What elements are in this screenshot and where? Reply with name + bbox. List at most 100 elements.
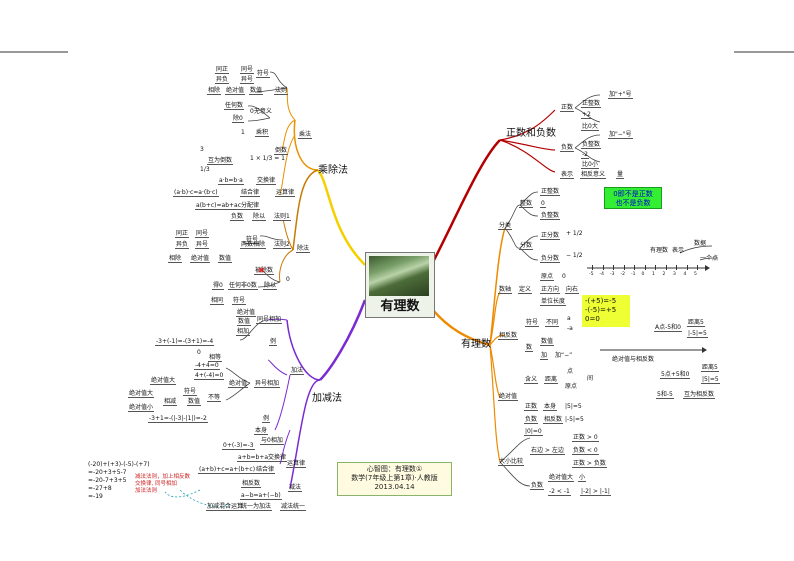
sz-biaoshi: 表示 [672, 247, 685, 254]
jl-b-label: 5点+5和0 [660, 371, 691, 379]
jdz-fushu: 负数 [524, 416, 539, 424]
sz-shuju: 数据 [694, 240, 707, 247]
cf-shuzhi: 数值 [218, 255, 233, 263]
zf-zhengshu: 正数 [560, 104, 575, 112]
sz-youlishu: 有理数 [650, 247, 669, 254]
ys-jiehe: 结合律 [255, 466, 276, 474]
info-line3: 2013.04.14 [374, 483, 415, 491]
calc-example: (-20)+(+3)-(-5)-(+7) =-20+3+5-7 =-20-7+3… [88, 461, 150, 501]
fenpei-label: 分配律 [240, 202, 261, 210]
number-line-tick: -3 [610, 272, 615, 277]
green-line1: 0即不是正数 [613, 190, 653, 198]
zf-xiangfan: 相反意义 [580, 171, 607, 179]
yl-zs-1: 正整数 [540, 188, 561, 196]
daoshu-frac-bot: 1/3 [200, 166, 210, 173]
jdz-ex1: |5|=5 [565, 403, 582, 410]
green-line2: 也不是负数 [615, 199, 651, 207]
central-image [369, 256, 429, 296]
zf-zs-ex: +2 [581, 111, 592, 119]
rule-row3-b: 绝对值 [225, 87, 246, 95]
zf-fs-label: 负整数 [581, 141, 602, 149]
dx-youzuo: 右边 > 左边 [530, 447, 565, 455]
daoshu-label: 倒数 [274, 147, 289, 155]
yellow-line1: -(+5)=-5 [585, 297, 617, 305]
xfs-jia-minus: 加“−” [555, 352, 573, 359]
daoshu-huwei: 互为倒数 [207, 157, 234, 165]
cf-fuhao: 符号 [245, 236, 260, 244]
fenpei-formula: a(b+c)=ab+ac [195, 202, 243, 210]
number-line-tick: 1 [652, 272, 655, 277]
cf-fushu: 负数 [230, 213, 245, 221]
branch-youlishu: 有理数 [461, 339, 491, 350]
jdz-xiangfan: 相反数 [543, 416, 564, 424]
zero-chu0: 除0 [232, 115, 244, 123]
number-line-tick-mark [602, 265, 604, 270]
zf-biaoshi: 表示 [560, 171, 575, 179]
yh-jdz-xiao: 绝对值小 [128, 404, 155, 412]
branch-zhengfu: 正数和负数 [506, 128, 556, 139]
number-line-tick-mark [686, 265, 688, 270]
jiaohuan-formula: a·b=b·a [218, 177, 244, 185]
yh-shuzhi: 数值 [187, 398, 202, 406]
number-line-tick-mark [697, 265, 698, 270]
xfs-jia: 加 [540, 352, 549, 360]
rule-faze: 法则 [274, 87, 289, 95]
sz-zero: 0 [562, 273, 566, 280]
number-line-tick: 2 [662, 272, 666, 277]
number-line-tick: 4 [683, 272, 687, 277]
xfs-butong: 不同 [545, 319, 560, 327]
number-line-tick-mark [665, 265, 667, 270]
y0-label: 与0相加 [260, 437, 284, 445]
zf-zs-label: 正整数 [581, 100, 602, 108]
calc-notes: 减法法则，加上相反数 交换律, 同号相加 加法法则 [135, 474, 190, 495]
cross-mark-icon: ✖ [258, 266, 265, 275]
yh-xiangjian: 相减 [163, 398, 178, 406]
dx-label: 大小比较 [498, 458, 525, 466]
number-line-tick-mark [634, 265, 635, 270]
zero-renhe: 任何数 [224, 102, 245, 110]
sz-label: 数轴 [498, 286, 513, 294]
cf-chuyi: 除以 [252, 213, 267, 221]
dx-fushu: 负数 < 0 [572, 447, 599, 455]
jl-huwei: 互为相反数 [683, 391, 716, 399]
dx-ex: -2 < -1 [548, 488, 571, 496]
xfs-shu: 数 [525, 344, 534, 352]
jdz-yuandian: 原点 [565, 383, 578, 390]
info-box: 心智图：有理数① 数学(7年级上第1章)·人教版 2013.04.14 [337, 462, 452, 496]
rule-fuhao: 符号 [256, 70, 271, 78]
yh-fuhao: 符号 [183, 388, 198, 396]
cf-xiangchu: 相除 [168, 255, 183, 263]
jiehe-label: 结合律 [240, 189, 261, 197]
rule-row1-b: 同号 [240, 66, 255, 74]
number-line-tick: 0 [641, 272, 645, 277]
cf-liangshu: 两数相除 [240, 241, 267, 249]
yl-fenshu: 分数 [519, 242, 534, 250]
yh-budeng: 不等 [207, 394, 222, 402]
xfs-neg-a: -a [567, 325, 573, 332]
yl-zs-2: 0 [540, 200, 546, 208]
number-line-tick: -2 [620, 272, 626, 277]
yl-fufenshu: 负分数 [540, 255, 561, 263]
dx-zhengfu: 正数 > 负数 [572, 460, 607, 468]
yl-zhengfenshu: 正分数 [540, 232, 561, 240]
zd-beichushu: 被除数 [254, 267, 275, 275]
number-line-tick-mark [676, 265, 677, 270]
central-title: 有理数 [380, 299, 420, 314]
jdz-dian: 点 [567, 368, 574, 375]
zf-liang: 量 [616, 171, 625, 179]
yh-jueduizhi: 绝对值 [228, 380, 249, 388]
jdz-label: 绝对值 [498, 393, 519, 401]
number-line-tick: -4 [599, 272, 605, 277]
ys-label: 运算律 [286, 460, 307, 468]
zf-fushu: 负数 [560, 144, 575, 152]
calc-note2: 交换律, 同号相加 [135, 481, 177, 487]
yh-example: -3+1=-(|-3|-|1|)=-2 [148, 415, 208, 423]
jdz-hanyi: 含义 [524, 376, 539, 384]
branch-chuchu: 乘除法 [318, 165, 348, 176]
jf-hunhe: 减法统一 [280, 503, 307, 511]
dx-fushu-label: 负数 [530, 482, 545, 490]
cf-yifu: 异负 [175, 241, 190, 249]
th-shuzhi: 数值 [237, 318, 252, 326]
cf-yihao: 异号 [195, 241, 210, 249]
